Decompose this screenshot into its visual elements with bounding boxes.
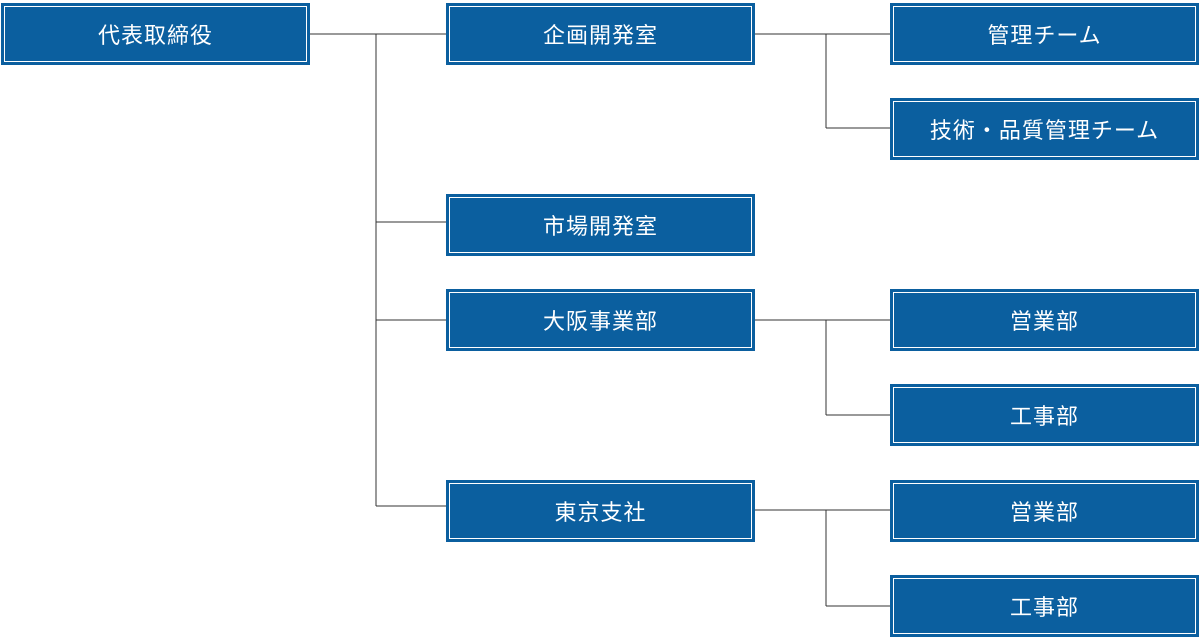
node-osaka-construction-dept: 工事部 — [890, 384, 1199, 446]
node-planning-development-office: 企画開発室 — [446, 3, 755, 65]
node-label: 営業部 — [1009, 310, 1079, 335]
node-market-development-office: 市場開発室 — [446, 194, 755, 256]
node-label: 東京支社 — [554, 501, 647, 526]
node-representative-director: 代表取締役 — [1, 3, 310, 65]
node-label: 工事部 — [1009, 405, 1079, 430]
node-management-team: 管理チーム — [890, 3, 1199, 65]
node-label: 工事部 — [1009, 596, 1079, 621]
node-osaka-division: 大阪事業部 — [446, 289, 755, 351]
node-tokyo-sales-dept: 営業部 — [890, 480, 1199, 542]
node-label: 営業部 — [1009, 501, 1079, 526]
node-label: 大阪事業部 — [542, 310, 658, 335]
node-label: 管理チーム — [987, 24, 1102, 49]
node-label: 企画開発室 — [542, 24, 658, 49]
node-tech-quality-team: 技術・品質管理チーム — [890, 98, 1199, 160]
node-tokyo-construction-dept: 工事部 — [890, 575, 1199, 637]
node-label: 市場開発室 — [542, 215, 658, 240]
node-label: 技術・品質管理チーム — [929, 119, 1160, 144]
node-tokyo-branch: 東京支社 — [446, 480, 755, 542]
node-label: 代表取締役 — [97, 24, 213, 49]
node-osaka-sales-dept: 営業部 — [890, 289, 1199, 351]
